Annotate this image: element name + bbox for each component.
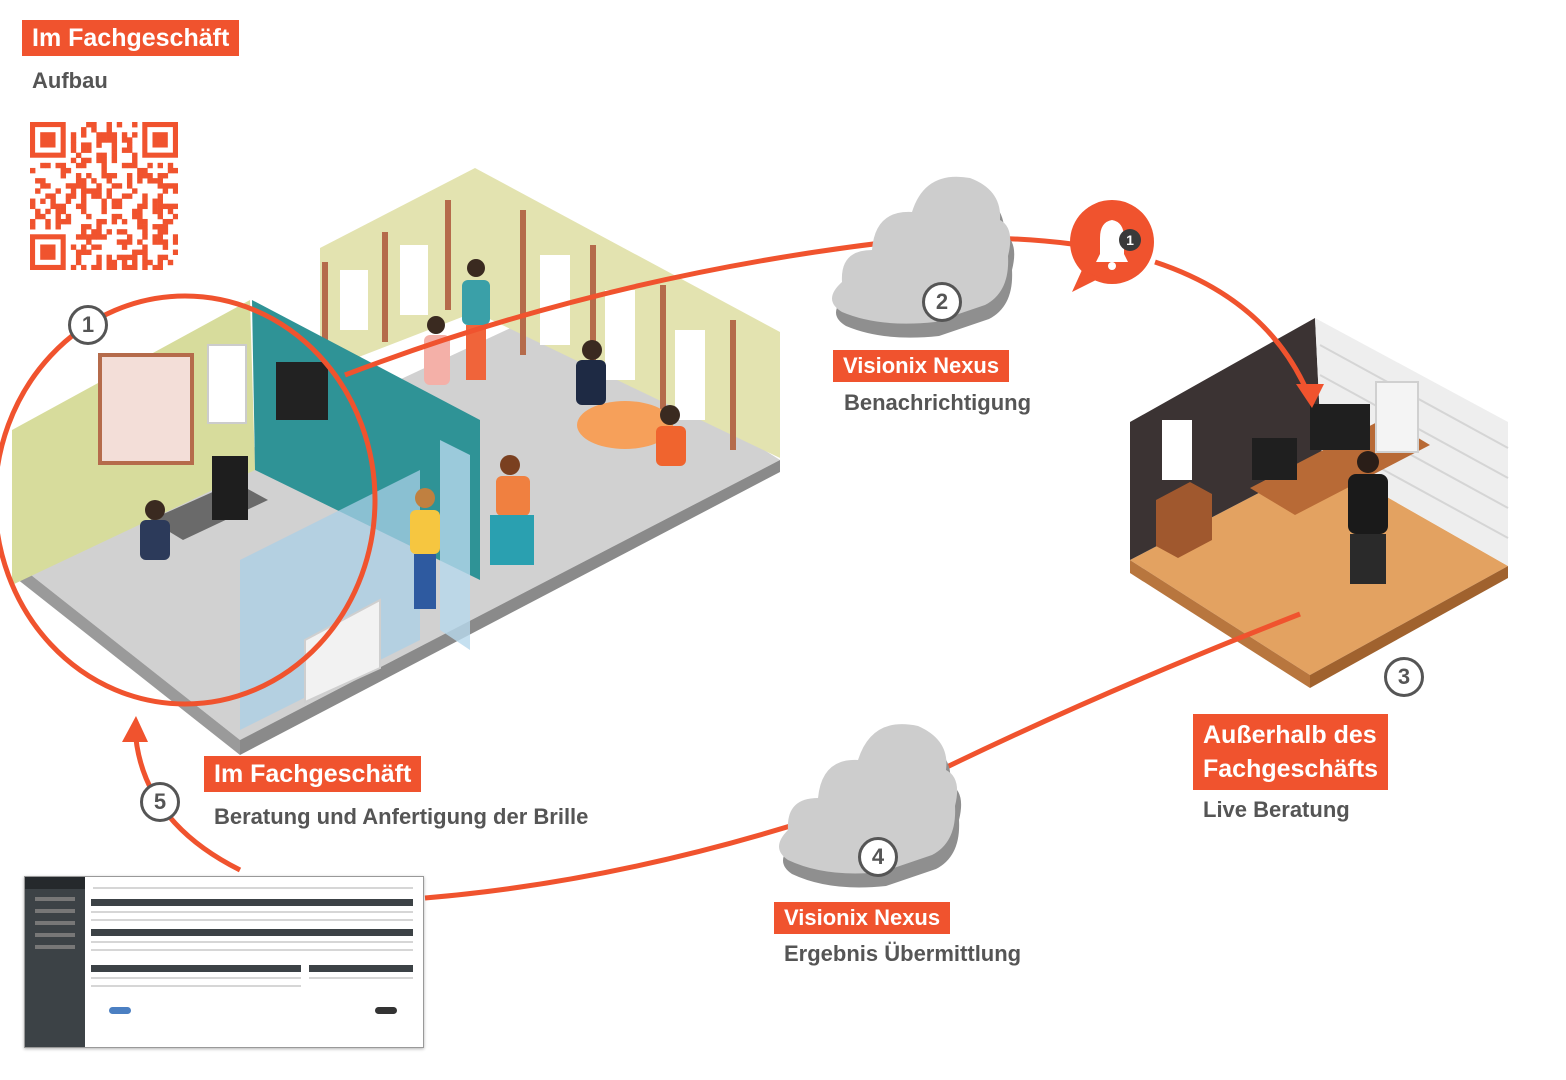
exam-device [212, 456, 248, 520]
person-seated [656, 405, 686, 466]
person-optician [140, 500, 170, 560]
step-2-tag: Visionix Nexus [833, 350, 1010, 382]
step-4-tag: Visionix Nexus [774, 902, 951, 934]
person-woman-yellow [410, 488, 440, 609]
step-number-1: 1 [68, 305, 108, 345]
notification-badge: 1 [1126, 232, 1134, 248]
frame-shelves [322, 200, 736, 450]
glass-partition [240, 470, 420, 730]
screen-primary-button[interactable] [109, 1007, 131, 1014]
step-5-text: Beratung und Anfertigung der Brille [214, 804, 589, 829]
screen-sidebar [25, 877, 85, 1047]
office-shelf [1156, 482, 1212, 558]
exam-room-highlight [0, 293, 378, 707]
office-floor-edge [1130, 560, 1310, 688]
step-5-tag: Im Fachgeschäft [204, 756, 422, 792]
store-title-tag: Im Fachgeschäft [22, 20, 240, 56]
person-remote-expert [1348, 451, 1388, 584]
office-monitor-center [1310, 404, 1370, 450]
step-3-tag-line1: Außerhalb des [1203, 721, 1377, 749]
glass-door [440, 440, 470, 650]
store-floor-edge [240, 460, 780, 755]
step-3-tag-line2: Fachgeschäfts [1203, 755, 1379, 783]
step-number-4: 4 [858, 837, 898, 877]
step-number-3: 3 [1384, 657, 1424, 697]
arrow-icon [1296, 384, 1324, 408]
display-case [304, 598, 381, 704]
wall-monitor [276, 362, 328, 420]
step-3-tag: Außerhalb des Fachgeschäfts [1193, 714, 1389, 790]
arrow-icon [122, 716, 148, 742]
window [98, 353, 194, 465]
office-eye-chart [1162, 420, 1192, 480]
person-woman-orange [490, 455, 534, 565]
office-bookshelf [1375, 381, 1419, 453]
consult-table [577, 401, 673, 449]
person-man-dark [576, 340, 606, 405]
flow-line-1-2 [344, 235, 926, 378]
qr-code-icon[interactable] [30, 122, 178, 270]
step-3-text: Live Beratung [1203, 797, 1350, 822]
person-backpack [462, 259, 490, 380]
step-4-text: Ergebnis Übermittlung [784, 941, 1022, 966]
screen-secondary-button[interactable] [375, 1007, 397, 1014]
office-monitor-left [1252, 438, 1297, 480]
step-number-5: 5 [140, 782, 180, 822]
step-2-text: Benachrichtigung [844, 390, 1032, 415]
step-number-2: 2 [922, 282, 962, 322]
cloud-icon [779, 724, 962, 888]
bell-icon[interactable] [1070, 200, 1154, 292]
store-subtitle: Aufbau [32, 68, 108, 93]
office-floor-edge [1310, 566, 1508, 688]
cloud-icon [832, 176, 1015, 338]
office-floor [1130, 460, 1508, 675]
person-pink [424, 316, 450, 385]
flow-line-bell-3 [1154, 259, 1313, 399]
results-screen-thumbnail[interactable] [24, 876, 424, 1048]
flow-line-3-4 [898, 611, 1301, 793]
eyewear-display [340, 245, 705, 420]
eye-chart [207, 344, 247, 424]
